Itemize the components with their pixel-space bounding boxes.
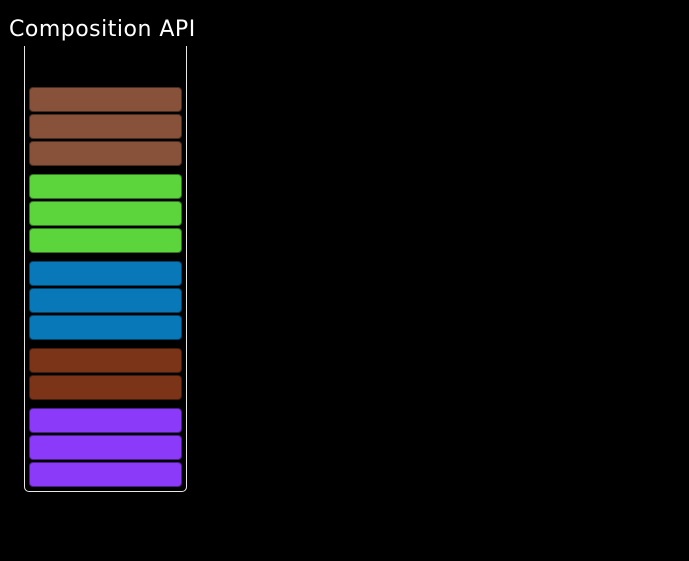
list-item-rust-2[interactable] [29, 375, 182, 400]
list-item-blue-3[interactable] [29, 315, 182, 340]
page-title: Composition API [9, 17, 196, 42]
list-item-green-1[interactable] [29, 174, 182, 199]
list-item-blue-1[interactable] [29, 261, 182, 286]
list-item-green-3[interactable] [29, 228, 182, 253]
list-item-brown-1[interactable] [29, 87, 182, 112]
list-item-green-2[interactable] [29, 201, 182, 226]
list-item-purple-2[interactable] [29, 435, 182, 460]
list-item-purple-1[interactable] [29, 408, 182, 433]
list-item-brown-2[interactable] [29, 114, 182, 139]
list-item-purple-3[interactable] [29, 462, 182, 487]
list-item-rust-1[interactable] [29, 348, 182, 373]
list-item-blue-2[interactable] [29, 288, 182, 313]
list-item-brown-3[interactable] [29, 141, 182, 166]
draggable-list [24, 46, 187, 492]
